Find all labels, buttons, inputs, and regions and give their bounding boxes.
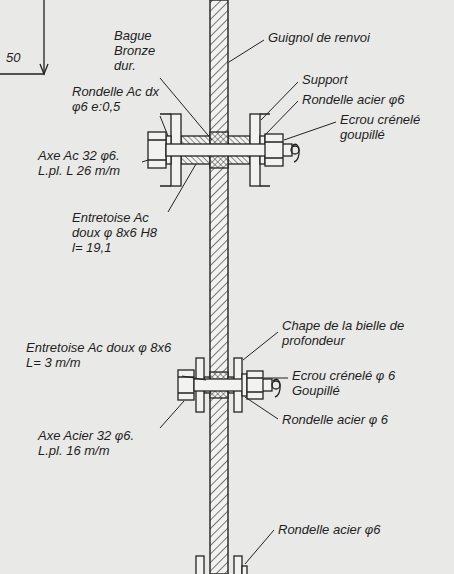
frame-corner: [0, 0, 48, 74]
leader-lines-stroke: [245, 397, 278, 419]
leader-lines-stroke: [160, 78, 212, 140]
part-label: Ecrou crénelé φ 6 Goupillé: [292, 368, 412, 398]
leader-lines: [142, 40, 336, 564]
leader-lines-stroke: [245, 530, 274, 564]
leader-lines-stroke: [182, 376, 206, 380]
part-label: Axe Acier 32 φ6. L.pl. 16 m/m: [38, 428, 160, 458]
bottom-pivot-assembly: [196, 556, 247, 574]
lower-pivot-assembly-stroke: [247, 378, 263, 392]
bellcrank-arm: [210, 0, 228, 574]
part-label: Axe Ac 32 φ6. L.pl. L 26 m/m: [38, 148, 140, 178]
bottom-pivot-assembly-stroke: [196, 556, 204, 574]
part-label: Rondelle acier φ6: [302, 92, 432, 107]
part-label: Rondelle acier φ 6: [282, 412, 422, 427]
upper-pivot-assembly-stroke: [265, 142, 283, 158]
leader-lines-stroke: [160, 116, 168, 136]
upper-pivot-assembly-stroke: [148, 140, 166, 160]
lower-pivot-assembly-stroke: [247, 371, 263, 399]
leader-lines-stroke: [284, 122, 336, 140]
bottom-pivot-assembly-stroke: [234, 556, 242, 574]
part-label: 50: [6, 50, 36, 65]
upper-pivot-assembly-stroke: [292, 144, 299, 162]
upper-pivot-assembly-stroke: [265, 134, 283, 166]
upper-pivot-assembly: [148, 114, 299, 186]
lower-pivot-assembly-stroke: [242, 374, 247, 396]
leader-lines-stroke: [264, 378, 288, 379]
lower-pivot-assembly: [178, 358, 280, 412]
leader-lines-stroke: [160, 401, 184, 428]
leader-lines-stroke: [168, 164, 196, 212]
lower-pivot-assembly-stroke: [273, 379, 280, 397]
frame-corner-stroke: [40, 64, 48, 74]
part-label: Rondelle acier φ6: [278, 522, 418, 537]
part-label: Rondelle Ac dx φ6 e:0,5: [72, 84, 168, 114]
lower-pivot-assembly-stroke: [178, 370, 194, 400]
bellcrank-arm-stroke: [210, 0, 228, 574]
leader-lines-stroke: [142, 160, 148, 162]
leader-lines-stroke: [261, 82, 298, 120]
bottom-pivot-assembly-stroke: [242, 566, 247, 574]
part-label: Bague Bronze dur.: [114, 28, 176, 73]
part-label: Chape de la bielle de profondeur: [282, 318, 434, 348]
leader-lines-stroke: [243, 332, 278, 360]
part-label: Ecrou crénelé goupillé: [340, 112, 444, 142]
lower-pivot-assembly-stroke: [178, 377, 194, 393]
part-label: Guignol de renvoi: [268, 30, 408, 45]
leader-lines-stroke: [264, 101, 298, 136]
part-label: Entretoise Ac doux φ 8x6 L= 3 m/m: [26, 340, 178, 370]
upper-pivot-assembly-stroke: [148, 132, 166, 168]
leader-lines-stroke: [229, 40, 264, 62]
part-label: Support: [302, 72, 382, 87]
part-label: Entretoise Ac doux φ 8x6 H8 l= 19,1: [72, 210, 168, 255]
frame-corner-stroke: [0, 0, 44, 74]
